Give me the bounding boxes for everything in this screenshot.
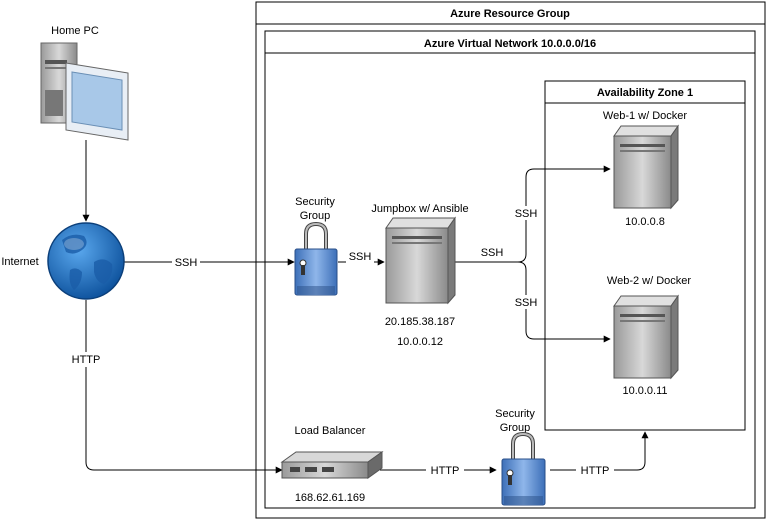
server-icon	[613, 294, 679, 380]
edge-label-lb-http: HTTP	[431, 465, 460, 477]
security-group-1-label-line1: Security	[295, 196, 335, 208]
load-balancer-title: Load Balancer	[295, 425, 366, 437]
internet-node: Internet	[1, 222, 125, 300]
server-icon	[385, 216, 456, 305]
edge-label-sg-ssh: SSH	[349, 251, 372, 263]
resource-group-title: Azure Resource Group	[450, 8, 570, 20]
web2-ip: 10.0.0.11	[622, 385, 667, 397]
edge-label-internet-http: HTTP	[72, 354, 101, 366]
internet-label: Internet	[1, 256, 38, 268]
edge-label-web1-ssh: SSH	[515, 208, 538, 220]
web2-node: Web-2 w/ Docker 10.0.0.11	[607, 275, 691, 397]
globe-icon	[47, 222, 125, 300]
jumpbox-title: Jumpbox w/ Ansible	[371, 203, 468, 215]
load-balancer-ip: 168.62.61.169	[295, 492, 365, 504]
padlock-icon	[501, 431, 546, 506]
web2-title: Web-2 w/ Docker	[607, 275, 691, 287]
virtual-network-title: Azure Virtual Network 10.0.0.0/16	[424, 38, 596, 50]
edge-label-jumpbox-ssh: SSH	[481, 247, 504, 259]
web1-ip: 10.0.0.8	[625, 216, 665, 228]
resource-group-container: Azure Resource Group	[255, 1, 766, 519]
edge-securitygroup-availabilityzone	[550, 431, 649, 471]
edge-label-internet-ssh: SSH	[175, 257, 198, 269]
jumpbox-private-ip: 10.0.0.12	[397, 336, 443, 348]
edges	[82, 140, 649, 474]
security-group-2-label-line1: Security	[495, 408, 535, 420]
web1-title: Web-1 w/ Docker	[603, 110, 687, 122]
security-group-1-label-line2: Group	[300, 210, 331, 222]
server-icon	[613, 124, 679, 210]
edge-internet-loadbalancer	[85, 300, 283, 474]
home-pc-label: Home PC	[51, 25, 99, 37]
jumpbox-node: Jumpbox w/ Ansible 20.185.38.187 10.0.0.…	[371, 203, 468, 348]
load-balancer-icon	[280, 451, 384, 479]
virtual-network-container: Azure Virtual Network 10.0.0.0/16	[264, 30, 756, 509]
edge-labels: SSH SSH SSH SSH SSH HTTP HTTP HTTP	[66, 206, 614, 477]
home-pc-node: Home PC	[40, 25, 129, 141]
desktop-computer-icon	[40, 42, 129, 141]
edge-jumpbox-web2	[517, 261, 611, 343]
edge-label-sg2-http: HTTP	[581, 465, 610, 477]
edge-label-web2-ssh: SSH	[515, 297, 538, 309]
availability-zone-container: Availability Zone 1	[544, 80, 746, 431]
web1-node: Web-1 w/ Docker 10.0.0.8	[603, 110, 687, 228]
jumpbox-public-ip: 20.185.38.187	[385, 316, 455, 328]
availability-zone-title: Availability Zone 1	[597, 87, 693, 99]
padlock-icon	[294, 221, 338, 296]
security-group-2-label-line2: Group	[500, 422, 531, 434]
load-balancer-node: Load Balancer 168.62.61.169	[280, 425, 384, 504]
security-group-2-node: Security Group	[495, 408, 546, 506]
security-group-1-node: Security Group	[294, 196, 338, 296]
